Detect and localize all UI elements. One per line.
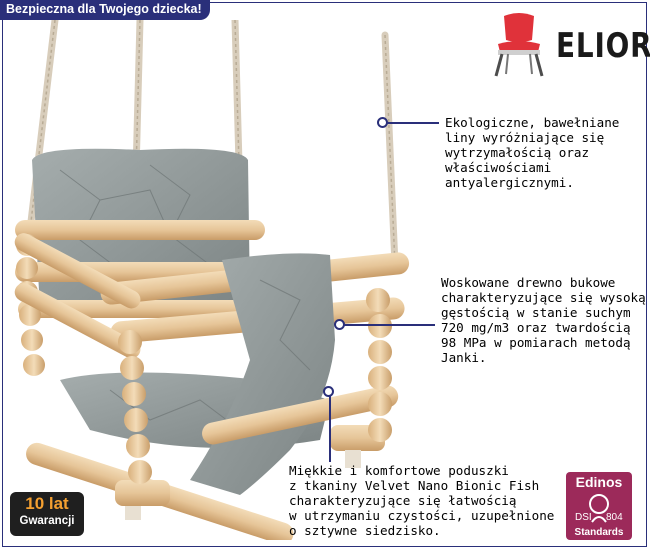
leader-line-2 bbox=[340, 324, 435, 326]
warranty-years: 10 lat bbox=[25, 494, 69, 513]
callout-marker-1 bbox=[377, 117, 388, 128]
brand-logo[interactable]: ELIOR bbox=[486, 10, 650, 80]
warranty-label: Gwarancji bbox=[19, 515, 75, 527]
chair-icon bbox=[494, 13, 544, 77]
callout-ropes: Ekologiczne, bawełniane liny wyróżniając… bbox=[445, 115, 620, 190]
callout-wood: Woskowane drewno bukowe charakteryzujące… bbox=[441, 275, 646, 365]
leader-line-3 bbox=[329, 392, 331, 462]
standards-shield-icon bbox=[589, 494, 609, 523]
header-tagline: Bezpieczna dla Twojego dziecka! bbox=[0, 0, 210, 20]
brand-name: ELIOR bbox=[556, 26, 650, 66]
edinos-name: Edinos bbox=[575, 474, 623, 490]
warranty-badge: 10 lat Gwarancji bbox=[10, 492, 84, 536]
edinos-standards: Standards bbox=[574, 527, 624, 538]
edinos-number: 804 bbox=[606, 512, 623, 523]
callout-marker-2 bbox=[334, 319, 345, 330]
callout-marker-3 bbox=[323, 386, 334, 397]
edinos-dsi: DSI bbox=[575, 512, 592, 523]
callout-cushions: Miękkie i komfortowe poduszki z tkaniny … bbox=[289, 463, 555, 538]
edinos-badge: Edinos DSI 804 Standards bbox=[566, 472, 632, 540]
product-image-baby-swing bbox=[14, 20, 410, 540]
leader-line-1 bbox=[383, 122, 439, 124]
